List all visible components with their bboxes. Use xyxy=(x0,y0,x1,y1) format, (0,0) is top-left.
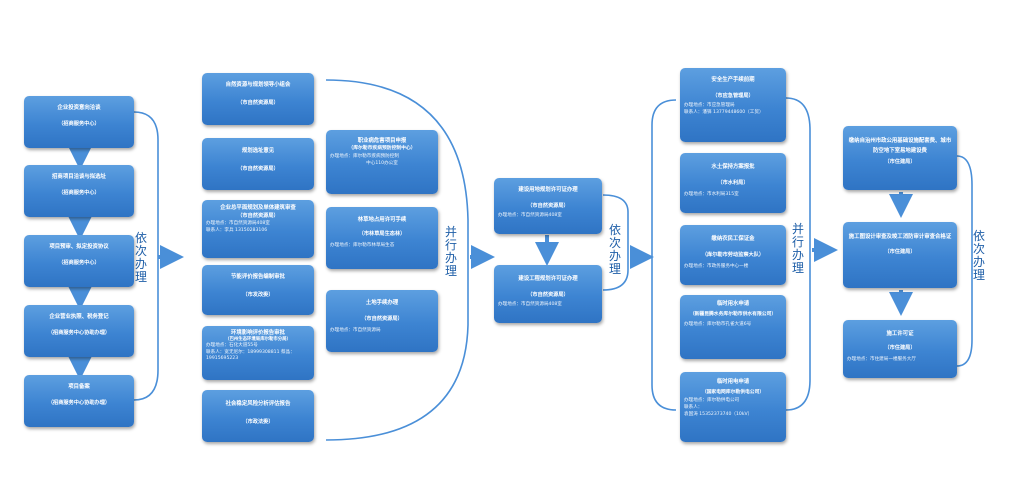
step-location: 办理地点：市自然资源局 xyxy=(330,328,381,333)
step-planning-meeting: 自然资源与规划领导小组会 （市自然资源局） xyxy=(202,73,314,125)
step-title: 缴纳农民工保证金 xyxy=(711,236,755,242)
step-title: 施工图设计审查及竣工消防审计审查合格证 xyxy=(848,234,952,240)
step-location: 办理地点：市自然资源局408室 xyxy=(498,302,562,307)
step-dept: （新疆昆腾水务库尔勒市供水有限公司） xyxy=(689,312,777,317)
step-dept: （国家电网库尔勒供电公司） xyxy=(701,390,765,395)
step-investment-intent: 企业投资意向洽谈 （招商服务中心） xyxy=(24,96,134,148)
step-title: 社会稳定风险分析评估报告 xyxy=(225,401,291,407)
step-energy-assessment: 节能评价报告编制审批 （市发改委） xyxy=(202,265,314,315)
step-location: 办理地点：库尔勒供电公司 xyxy=(684,398,740,403)
step-occupational-disease: 职业病危害项目申报 （库尔勒市疾病预防控制中心） 办理地点：库尔勒市疾病预防控制… xyxy=(326,130,438,194)
step-dept: （市自然资源局） xyxy=(237,213,279,219)
step-dept: （库尔勒市劳动监察大队） xyxy=(701,252,765,258)
step-worker-deposit: 缴纳农民工保证金 （库尔勒市劳动监察大队） 办理地点：市政务服务中心一楼 xyxy=(680,225,786,285)
step-title: 企业投资意向洽谈 xyxy=(57,105,101,111)
step-title: 临时用电申请 xyxy=(716,379,750,385)
step-title: 项目备案 xyxy=(68,384,90,390)
step-dept: （招商服务中心） xyxy=(58,121,100,127)
step-location: 办理地点：市自然资源局408室 xyxy=(206,221,270,226)
step-title: 职业病危害项目申报 xyxy=(357,138,407,144)
step-dept: （市自然资源局） xyxy=(237,166,279,172)
step-dept: （招商服务中心协助办理） xyxy=(47,400,111,406)
step-title: 企业营业执照、税务登记 xyxy=(49,314,109,320)
step-location: 办理地点：库尔勒市孔雀大道6号 xyxy=(684,322,752,327)
step-title: 企业总平面规划及单体建筑审查 xyxy=(220,205,296,211)
step-location: 办理地点：库尔勒市疾病预防控制 xyxy=(330,154,399,159)
step-dept: （市林草局生态林） xyxy=(358,231,406,237)
step-engineering-permit: 建设工程规划许可证办理 （市自然资源局） 办理地点：市自然资源局408室 xyxy=(494,265,602,323)
label-seq-1: 依次办理 xyxy=(134,231,147,284)
step-title: 自然资源与规划领导小组会 xyxy=(225,82,291,88)
step-dept: （市自然资源局） xyxy=(361,316,403,322)
step-temporary-power: 临时用电申请 （国家电网库尔勒供电公司） 办理地点：库尔勒供电公司 联系人： 袁… xyxy=(680,372,786,442)
step-title: 节能评价报告编制审批 xyxy=(231,274,285,280)
step-land-procedures: 土地手续办理 （市自然资源局） 办理地点：市自然资源局 xyxy=(326,290,438,352)
step-environment-assessment: 环境影响评价报告审批 （巴州生态环境局库尔勒市分局） 办理地点：石化大道55号 … xyxy=(202,326,314,380)
step-land-use-permit: 建设用地规划许可证办理 （市自然资源局） 办理地点：市自然资源局408室 xyxy=(494,178,602,234)
step-title: 规划选址意见 xyxy=(241,148,275,154)
step-title: 建设用地规划许可证办理 xyxy=(518,187,578,193)
step-dept: （招商服务中心协助办理） xyxy=(47,330,111,336)
step-dept: （巴州生态环境局库尔勒市分局） xyxy=(225,337,291,342)
step-infrastructure-fee: 缴纳自治州市政公用基础设施配套费、城市防空地下室易地建设费 （市住建局） xyxy=(843,126,957,190)
step-location: 办理地点：市政务服务中心一楼 xyxy=(684,264,749,269)
label-seq-2: 依次办理 xyxy=(608,223,621,276)
step-construction-permit: 施工许可证 （市住建局） 办理地点：市住建局一楼服务大厅 xyxy=(843,320,957,378)
step-dept: （库尔勒市疾病预防控制中心） xyxy=(348,146,416,151)
step-title: 建设工程规划许可证办理 xyxy=(518,276,578,282)
step-location: 办理地点：石化大道55号 xyxy=(206,343,258,348)
step-title: 土地手续办理 xyxy=(365,300,399,306)
step-contact: 联系人：潘铎 13779448600（工贸） xyxy=(684,110,764,115)
step-project-filing: 项目备案 （招商服务中心协助办理） xyxy=(24,375,134,427)
step-dept: （市自然资源局） xyxy=(527,292,569,298)
step-site-opinion: 规划选址意见 （市自然资源局） xyxy=(202,138,314,190)
step-title: 环境影响评价报告审批 xyxy=(231,330,285,336)
step-contact: 联系人：宽无尼尔：18999308811 蔡晶：19915695223 xyxy=(206,349,295,362)
step-title: 临时用水申请 xyxy=(716,301,750,307)
step-title: 安全生产手续前期 xyxy=(711,77,755,83)
step-title: 缴纳自治州市政公用基础设施配套费、城市防空地下室易地建设费 xyxy=(848,138,952,154)
step-location: 办理地点：市水利局315室 xyxy=(684,192,739,197)
step-dept: （市住建局） xyxy=(884,159,916,165)
step-business-license: 企业营业执照、税务登记 （招商服务中心协助办理） xyxy=(24,305,134,357)
step-location: 办理地点：市应急管理局 xyxy=(684,103,735,108)
step-safety-production: 安全生产手续前期 （市应急管理局） 办理地点：市应急管理局 联系人：潘铎 137… xyxy=(680,68,786,142)
step-site-plan-review: 企业总平面规划及单体建筑审查 （市自然资源局） 办理地点：市自然资源局408室 … xyxy=(202,200,314,258)
step-title: 施工许可证 xyxy=(886,331,914,337)
step-dept: （市住建局） xyxy=(884,249,916,255)
step-title: 林草地占用许可手续 xyxy=(357,217,407,223)
step-contact: 袁国涛 15352373740（10kV） xyxy=(684,412,753,417)
step-dept: （招商服务中心） xyxy=(58,190,100,196)
step-location: 办理地点：市自然资源局408室 xyxy=(498,213,562,218)
step-soil-water: 水土保持方案报批 （市水利局） 办理地点：市水利局315室 xyxy=(680,153,786,213)
step-title: 项目预审、拟定投资协议 xyxy=(49,244,109,250)
label-seq-3: 依次办理 xyxy=(972,229,985,282)
step-title: 水土保持方案报批 xyxy=(711,164,755,170)
step-temporary-water: 临时用水申请 （新疆昆腾水务库尔勒市供水有限公司） 办理地点：库尔勒市孔雀大道6… xyxy=(680,295,786,359)
step-social-risk: 社会稳定风险分析评估报告 （市政法委） xyxy=(202,390,314,442)
step-dept: （市自然资源局） xyxy=(237,100,279,106)
step-site-selection: 招商项目洽谈与拟选址 （招商服务中心） xyxy=(24,165,134,217)
step-forest-land: 林草地占用许可手续 （市林草局生态林） 办理地点：库尔勒市林草局生态 xyxy=(326,207,438,269)
step-dept: （市政法委） xyxy=(242,419,274,425)
step-dept: （市水利局） xyxy=(717,180,749,186)
step-dept: （市应急管理局） xyxy=(712,93,754,99)
step-contact: 联系人：李兵 13150283106 xyxy=(206,228,268,233)
step-dept: （招商服务中心） xyxy=(58,260,100,266)
step-location-2: 中心110办公室 xyxy=(366,161,398,166)
step-location: 办理地点：市住建局一楼服务大厅 xyxy=(847,357,916,362)
step-drawing-review: 施工图设计审查及竣工消防审计审查合格证 （市住建局） xyxy=(843,222,957,288)
step-contact-label: 联系人： xyxy=(684,405,703,410)
step-location: 办理地点：库尔勒市林草局生态 xyxy=(330,243,395,248)
label-par-1: 并行办理 xyxy=(444,225,457,278)
step-pre-review: 项目预审、拟定投资协议 （招商服务中心） xyxy=(24,235,134,287)
step-title: 招商项目洽谈与拟选址 xyxy=(52,174,106,180)
label-par-2: 并行办理 xyxy=(791,222,804,275)
step-dept: （市住建局） xyxy=(884,345,916,351)
step-dept: （市发改委） xyxy=(242,292,274,298)
step-dept: （市自然资源局） xyxy=(527,203,569,209)
